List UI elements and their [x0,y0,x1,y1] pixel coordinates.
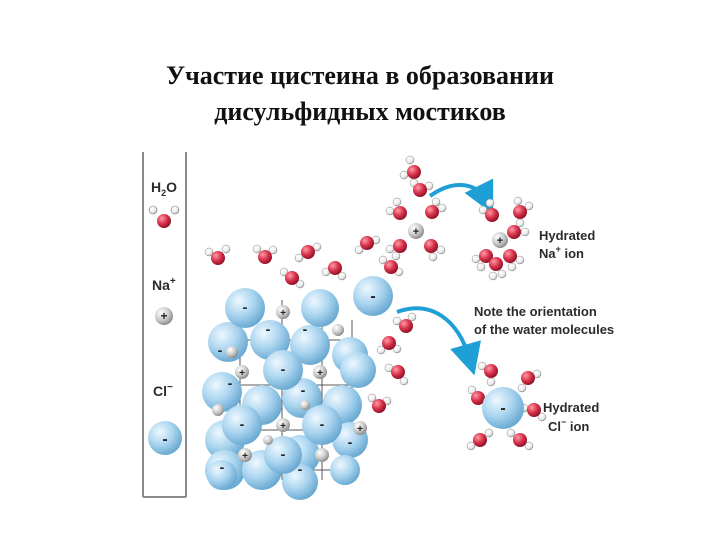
svg-text:-: - [303,321,308,337]
svg-text:-: - [348,434,353,450]
svg-text:-: - [243,299,248,315]
hydrated-chloride-ion: - [467,362,546,450]
legend-box: H2O Na+ + Cl− - [143,152,186,497]
svg-text:+: + [280,308,286,319]
legend-sodium-ion: + [155,307,173,325]
svg-text:+: + [357,424,363,435]
svg-text:-: - [370,288,375,305]
crystal-lattice: + + + + + + - - - - - - - - - - - - - [202,288,376,500]
label-hydrated-cl-line1: Hydrated [543,400,599,415]
svg-text:-: - [281,446,286,462]
svg-text:-: - [301,382,306,398]
svg-text:+: + [317,368,323,379]
svg-text:-: - [281,361,286,377]
legend-chloride-ion: - [148,421,182,455]
label-note-line2: of the water molecules [474,322,614,337]
svg-text:+: + [280,421,286,432]
svg-text:-: - [240,416,245,432]
svg-text:-: - [162,431,167,448]
svg-text:+: + [242,451,248,462]
svg-text:-: - [298,461,303,477]
label-hydrated-cl-line2: Cl− ion [548,417,589,434]
label-hydrated-na-line1: Hydrated [539,228,595,243]
hydration-shell-sodium-source: + [386,198,446,261]
svg-text:-: - [500,400,505,417]
label-hydrated-na-line2: Na+ ion [539,244,584,261]
svg-text:+: + [239,368,245,379]
svg-text:-: - [320,416,325,432]
svg-text:-: - [220,459,225,475]
svg-text:+: + [160,309,167,323]
svg-text:-: - [266,321,271,337]
legend-chloride-label: Cl− [153,382,173,399]
label-note-line1: Note the orientation [474,304,597,319]
svg-text:+: + [413,226,419,238]
hydrated-sodium-ion: + [472,197,533,280]
legend-water-molecule [149,206,179,228]
legend-sodium-label: Na+ [152,276,176,293]
dissolving-chloride-ion: - [353,276,393,316]
legend-water-label: H2O [151,179,177,198]
arrow-to-hydrated-na [430,185,486,200]
svg-text:-: - [218,342,223,358]
svg-text:+: + [497,235,503,247]
svg-text:-: - [228,375,233,391]
